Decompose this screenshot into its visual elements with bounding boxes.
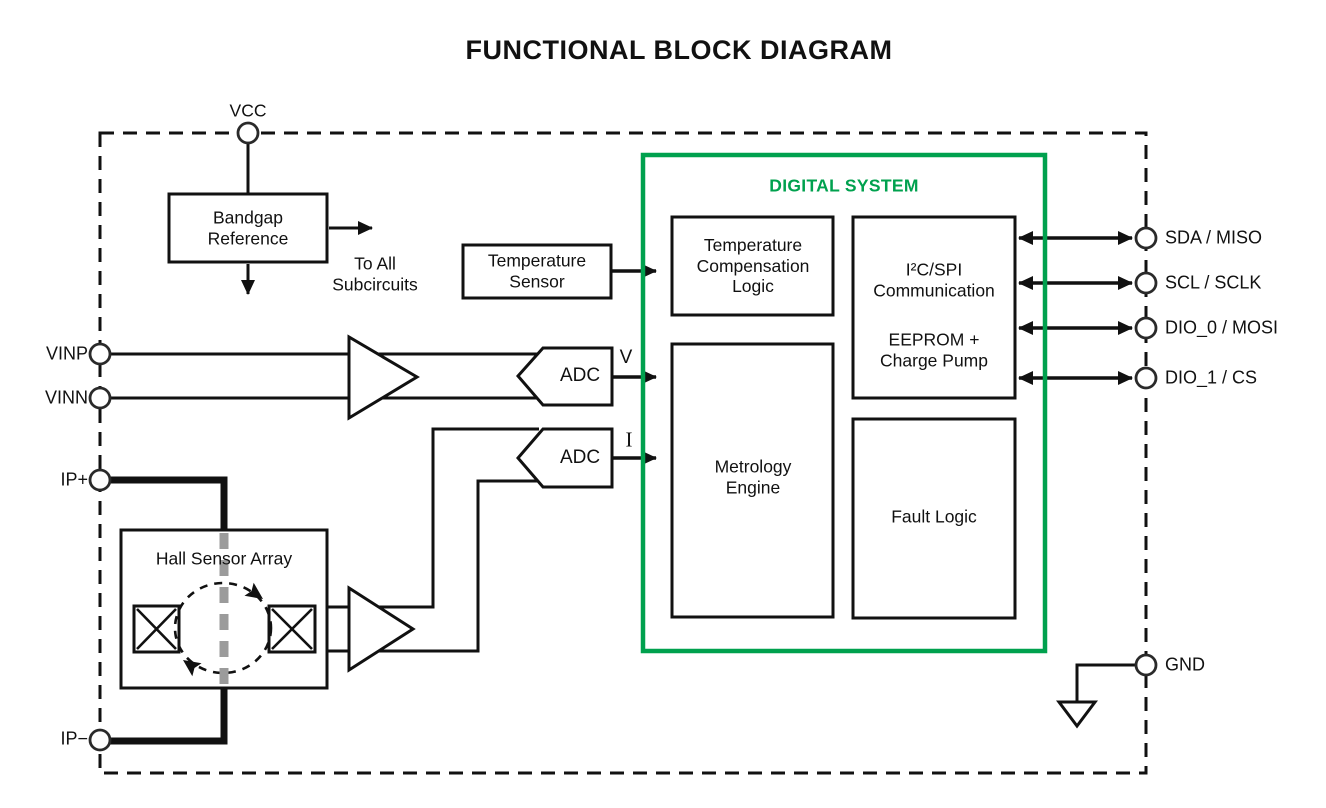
chip-boundary xyxy=(98,131,1148,775)
fault-logic-box xyxy=(851,417,1017,620)
pin-label-scl-sclk: SCL / SCLK xyxy=(1165,272,1262,293)
hall-sensor-array-label: Hall Sensor Array xyxy=(155,548,293,569)
package-pins xyxy=(88,121,1158,752)
pin-label-ip-plus: IP+ xyxy=(60,469,88,490)
vinp-pin xyxy=(88,342,112,366)
block-outlines xyxy=(119,192,1017,690)
signal-v-label: V xyxy=(619,346,633,368)
pin-label-vinp: VINP xyxy=(45,343,88,364)
pin-label-gnd: GND xyxy=(1165,654,1205,675)
adc-voltage-shape xyxy=(516,346,614,407)
current-path xyxy=(110,476,228,745)
temperature-sensor-label: Temperature Sensor xyxy=(487,250,587,291)
adc-current-label: ADC xyxy=(559,446,601,468)
i2c-spi-communication-box xyxy=(851,215,1017,400)
temperature-sensor-box xyxy=(461,243,613,300)
vcc-pin xyxy=(236,121,260,145)
bandgap-reference-box xyxy=(167,192,329,264)
temperature-compensation-logic-box xyxy=(670,215,835,317)
fault-logic-label: Fault Logic xyxy=(891,506,977,527)
signal-i-label: I xyxy=(625,427,633,452)
ip-plus-pin xyxy=(88,468,112,492)
pin-label-dio0-mosi: DIO_0 / MOSI xyxy=(1165,317,1279,338)
amplifiers xyxy=(347,334,420,673)
field-loop-arrow-bottom-icon xyxy=(183,660,202,677)
digital-system-label: DIGITAL SYSTEM xyxy=(769,175,919,196)
hall-plate-left-x-icon xyxy=(136,608,177,650)
sda-miso-pin xyxy=(1134,226,1158,250)
digital-system-box xyxy=(640,152,1048,654)
page-title: FUNCTIONAL BLOCK DIAGRAM xyxy=(465,35,893,66)
voltage-amplifier-icon xyxy=(347,334,420,421)
ground-symbol xyxy=(1056,700,1098,729)
i2c-spi-communication-label: I²C/SPI Communication xyxy=(873,259,995,300)
field-loop-icon xyxy=(173,581,273,675)
scl-sclk-pin xyxy=(1134,271,1158,295)
dio0-mosi-pin xyxy=(1134,316,1158,340)
hall-sensor-internals xyxy=(132,533,317,686)
pin-label-dio1-cs: DIO_1 / CS xyxy=(1165,367,1258,388)
dio1-cs-pin xyxy=(1134,366,1158,390)
metrology-engine-label: Metrology Engine xyxy=(714,456,792,497)
adc-voltage-label: ADC xyxy=(559,364,601,386)
eeprom-charge-pump-label: EEPROM + Charge Pump xyxy=(880,329,988,370)
metrology-engine-box xyxy=(670,342,835,619)
bandgap-reference-label: Bandgap Reference xyxy=(207,207,289,248)
pin-label-vcc: VCC xyxy=(229,100,267,121)
pin-label-ip-minus: IP− xyxy=(60,728,88,749)
adc-shapes xyxy=(516,346,614,489)
hall-plate-right-x-icon xyxy=(271,608,313,650)
gnd-pin xyxy=(1134,653,1158,677)
temperature-compensation-logic-label: Temperature Compensation Logic xyxy=(696,235,810,297)
pin-label-sda-miso: SDA / MISO xyxy=(1165,227,1263,248)
to-all-subcircuits-label: To All Subcircuits xyxy=(332,253,418,294)
adc-current-shape xyxy=(516,427,614,489)
signal-arrows xyxy=(612,231,1133,465)
vinn-pin xyxy=(88,386,112,410)
pin-label-vinn: VINN xyxy=(44,387,88,408)
current-amplifier-icon xyxy=(347,585,416,673)
ip-minus-pin xyxy=(88,728,112,752)
field-loop-arrow-top-icon xyxy=(244,582,263,599)
